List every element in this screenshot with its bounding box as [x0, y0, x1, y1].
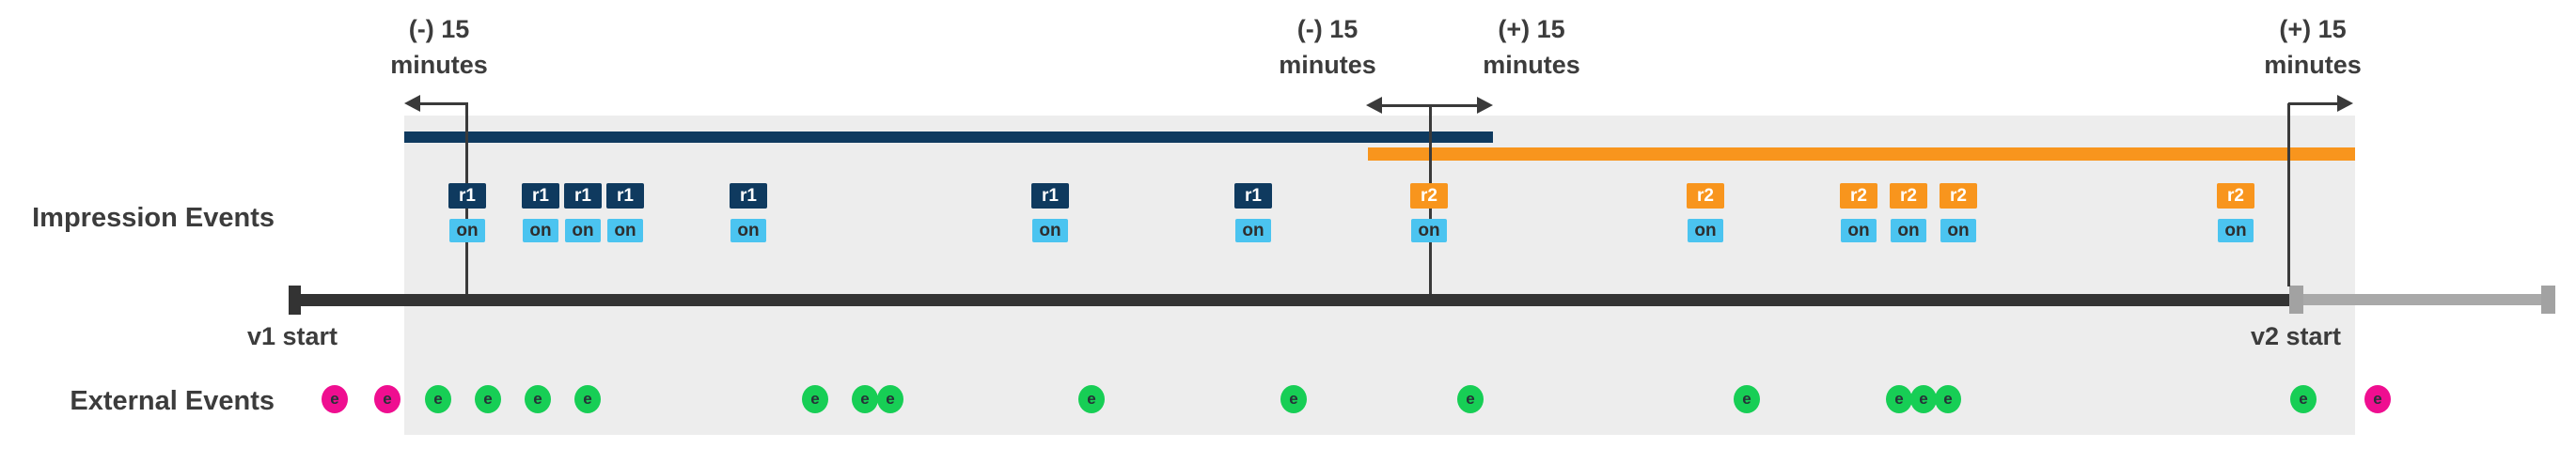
recommendation-box: r1 — [448, 183, 486, 209]
impression-event-r2: r2 on — [2217, 183, 2254, 242]
arrowhead-right-icon — [1477, 97, 1493, 114]
impression-event-r2: r2 on — [1410, 183, 1448, 242]
v1-start-label: v1 start — [246, 322, 338, 350]
impression-event-r2: r2 on — [1890, 183, 1927, 242]
external-event-dot-green: e — [1910, 385, 1937, 413]
recommendation-box: r2 — [1687, 183, 1724, 209]
on-box: on — [449, 219, 485, 242]
external-event-dot-green: e — [475, 385, 501, 413]
impression-event-r1: r1 on — [564, 183, 602, 242]
impression-event-r2: r2 on — [1940, 183, 1977, 242]
external-event-dot-green: e — [574, 385, 601, 413]
impression-event-r1: r1 on — [606, 183, 644, 242]
v1-timeline-bar — [289, 294, 2289, 306]
recommendation-box: r1 — [730, 183, 767, 209]
recommendation-box: r1 — [564, 183, 602, 209]
v2-timeline-bar — [2289, 294, 2555, 305]
recommendation-box: r1 — [522, 183, 559, 209]
annotation-left-minus15: (-) 15 minutes — [317, 11, 561, 83]
r1-flight-bar — [404, 131, 1493, 143]
annotation-line2: minutes — [2264, 51, 2362, 79]
impression-event-r1: r1 on — [1031, 183, 1069, 242]
on-box: on — [1688, 219, 1723, 242]
annotation-line1: (+) 15 — [1498, 15, 1565, 43]
on-box: on — [1841, 219, 1877, 242]
impression-event-r1: r1 on — [1234, 183, 1272, 242]
arrowhead-right-icon — [2337, 95, 2353, 112]
middle-range-arrow-line — [1378, 104, 1482, 107]
annotation-right-plus15: (+) 15 minutes — [2191, 11, 2435, 83]
left-minus15-arrow-line — [417, 102, 468, 105]
annotation-line1: (+) 15 — [2279, 15, 2347, 43]
annotation-line1: (-) 15 — [1296, 15, 1359, 43]
external-event-dot-green: e — [1280, 385, 1307, 413]
impression-event-r1: r1 on — [522, 183, 559, 242]
recommendation-box: r2 — [1410, 183, 1448, 209]
on-box: on — [607, 219, 643, 242]
annotation-mid-plus15: (+) 15 minutes — [1409, 11, 1654, 83]
external-event-dot-green: e — [1935, 385, 1961, 413]
v2-start-label: v2 start — [2250, 322, 2342, 350]
on-box: on — [565, 219, 601, 242]
external-event-dot-green: e — [1734, 385, 1760, 413]
arrowhead-left-icon — [404, 95, 420, 112]
recommendation-box: r1 — [606, 183, 644, 209]
v2-guide-line — [2287, 103, 2290, 286]
v2-start-cap — [2289, 286, 2303, 314]
experiment-window-panel — [404, 116, 2355, 435]
on-box: on — [1032, 219, 1068, 242]
external-event-dot-green: e — [1078, 385, 1105, 413]
impression-event-r2: r2 on — [1840, 183, 1877, 242]
recommendation-box: r2 — [1840, 183, 1877, 209]
annotation-line2: minutes — [390, 51, 488, 79]
external-event-dot-pink: e — [322, 385, 348, 413]
annotation-line2: minutes — [1483, 51, 1580, 79]
on-box: on — [1940, 219, 1976, 242]
external-event-dot-green: e — [1886, 385, 1912, 413]
on-box: on — [523, 219, 558, 242]
recommendation-box: r2 — [1940, 183, 1977, 209]
external-event-dot-green: e — [1457, 385, 1484, 413]
on-box: on — [1235, 219, 1271, 242]
external-event-dot-green: e — [802, 385, 828, 413]
external-events-row-label: External Events — [70, 386, 275, 416]
on-box: on — [2218, 219, 2254, 242]
on-box: on — [1891, 219, 1926, 242]
annotation-line1: (-) 15 — [408, 15, 470, 43]
external-event-dot-green: e — [852, 385, 878, 413]
recommendation-box: r2 — [1890, 183, 1927, 209]
external-event-dot-green: e — [525, 385, 551, 413]
impression-events-row-label: Impression Events — [32, 203, 275, 233]
external-event-dot-green: e — [425, 385, 451, 413]
recommendation-box: r1 — [1234, 183, 1272, 209]
impression-event-r2: r2 on — [1687, 183, 1724, 242]
annotation-line2: minutes — [1279, 51, 1376, 79]
r2-flight-bar — [1368, 147, 2355, 161]
v1-start-cap — [289, 286, 301, 315]
on-box: on — [1411, 219, 1447, 242]
impression-event-r1: r1 on — [730, 183, 767, 242]
timeline-end-cap — [2541, 286, 2555, 314]
impression-event-r1: r1 on — [448, 183, 486, 242]
on-box: on — [730, 219, 766, 242]
recommendation-box: r2 — [2217, 183, 2254, 209]
arrowhead-left-icon — [1366, 97, 1382, 114]
external-event-dot-pink: e — [374, 385, 401, 413]
recommendation-box: r1 — [1031, 183, 1069, 209]
external-event-dot-green: e — [877, 385, 903, 413]
annotation-mid-minus15: (-) 15 minutes — [1205, 11, 1450, 83]
external-event-dot-pink: e — [2364, 385, 2391, 413]
right-plus15-arrow-line — [2288, 102, 2339, 105]
external-event-dot-green: e — [2290, 385, 2317, 413]
